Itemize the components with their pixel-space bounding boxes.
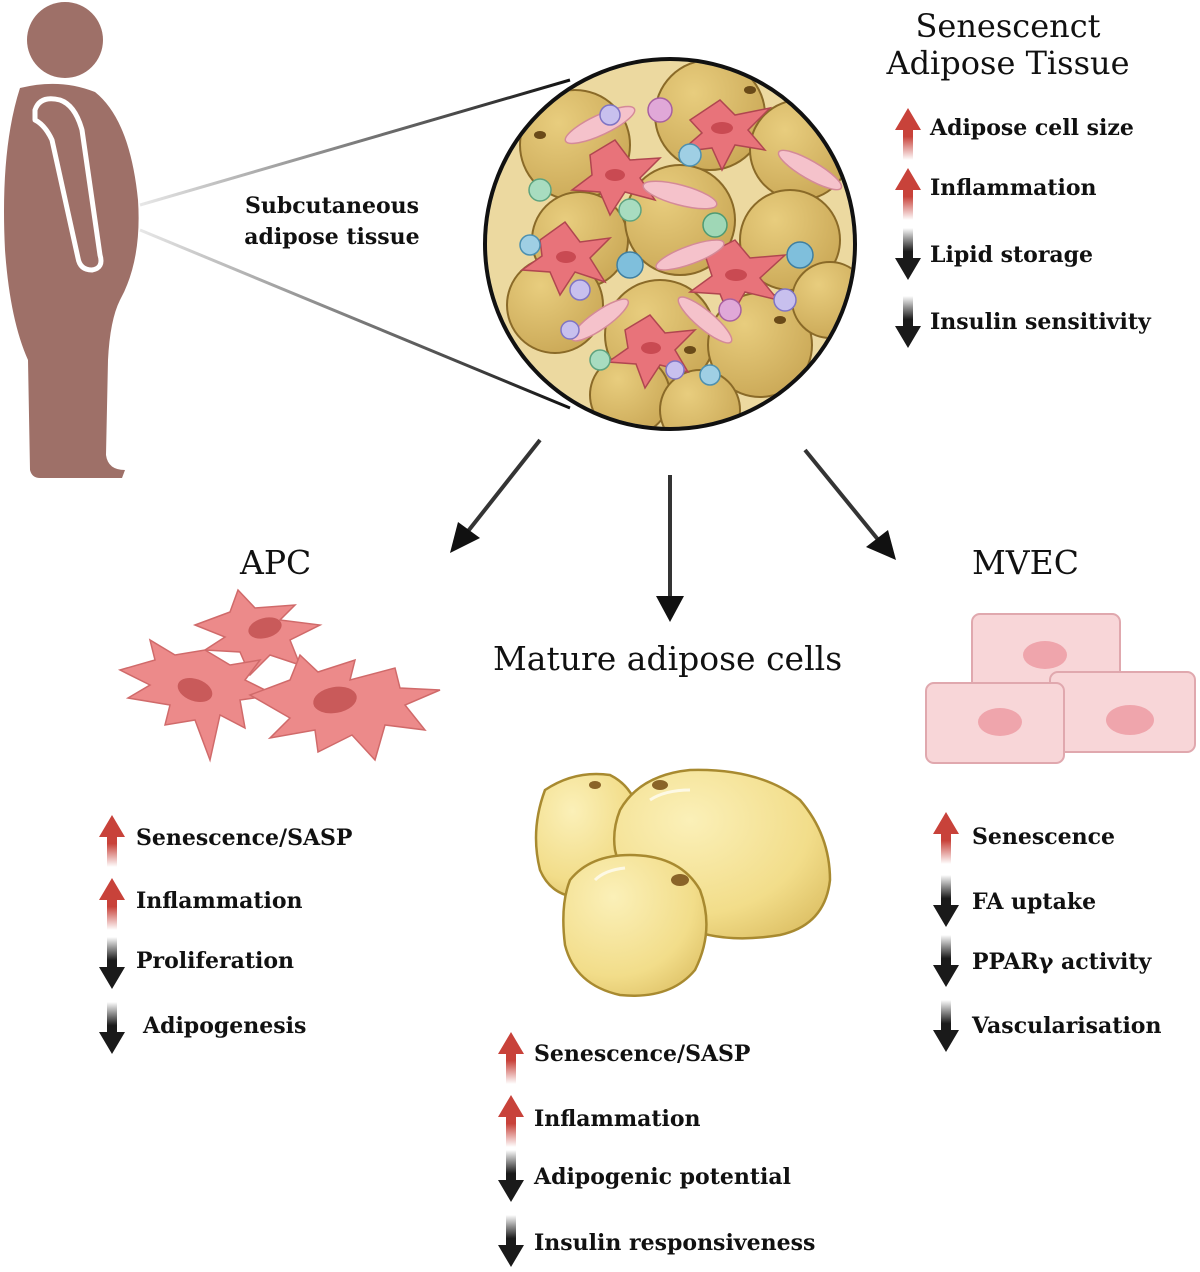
up-arrow-icon: [933, 812, 959, 864]
mvec-nuclei: [978, 641, 1154, 736]
apc-nuclei: [177, 617, 357, 714]
tissue-cells: [487, 61, 853, 427]
up-arrow-icon: [99, 815, 125, 867]
apc-item-label: Inflammation: [136, 888, 303, 914]
sat-label-line2: adipose tissue: [244, 224, 420, 250]
mvec-item-label: PPARγ activity: [972, 949, 1152, 975]
apc-item-label: Adipogenesis: [143, 1013, 307, 1039]
apc-item-label: Proliferation: [136, 948, 295, 974]
indicator-arrows: [99, 108, 959, 1267]
tissue-item-label: Insulin sensitivity: [930, 309, 1151, 335]
mvec-item-label: Vascularisation: [972, 1013, 1162, 1039]
immune-cells: [519, 97, 814, 386]
up-arrow-icon: [498, 1032, 524, 1084]
mvec-item-label: Senescence: [972, 824, 1116, 850]
apc-title: APC: [240, 543, 312, 582]
apc-cells-illustration: [117, 588, 441, 763]
down-arrow-icon: [498, 1215, 524, 1267]
down-arrow-icon: [895, 228, 921, 280]
tissue-item-label: Adipose cell size: [930, 115, 1134, 141]
tissue-item-label: Lipid storage: [930, 242, 1094, 268]
mature-adipocytes-illustration: [534, 768, 832, 997]
tissue-item-label: Inflammation: [930, 175, 1097, 201]
down-arrow-icon: [895, 296, 921, 348]
up-arrow-icon: [895, 108, 921, 160]
tissue-title-line1: Senescenct: [915, 7, 1101, 45]
down-arrow-icon: [933, 935, 959, 987]
up-arrow-icon: [99, 878, 125, 930]
down-arrow-icon: [498, 1150, 524, 1202]
mvec-title: MVEC: [972, 543, 1079, 582]
mature-item-label: Inflammation: [534, 1106, 701, 1132]
down-arrow-icon: [933, 875, 959, 927]
branch-arrows: [450, 438, 896, 622]
mature-item-label: Senescence/SASP: [534, 1041, 751, 1067]
tissue-title-line2: Adipose Tissue: [886, 44, 1130, 82]
up-arrow-icon: [498, 1095, 524, 1147]
mvec-cells-illustration: [925, 613, 1196, 764]
mature-item-label: Adipogenic potential: [534, 1164, 791, 1190]
tissue-magnified-circle: [483, 57, 857, 431]
mature-item-label: Insulin responsiveness: [534, 1230, 816, 1256]
apc-item-label: Senescence/SASP: [136, 825, 353, 851]
down-arrow-icon: [933, 1000, 959, 1052]
zoom-lines: [139, 78, 571, 410]
human-silhouette: [4, 2, 139, 478]
mvec-item-label: FA uptake: [972, 889, 1097, 915]
sat-label-line1: Subcutaneous: [244, 193, 420, 219]
up-arrow-icon: [895, 168, 921, 220]
mature-title: Mature adipose cells: [493, 639, 843, 678]
down-arrow-icon: [99, 1002, 125, 1054]
down-arrow-icon: [99, 937, 125, 989]
